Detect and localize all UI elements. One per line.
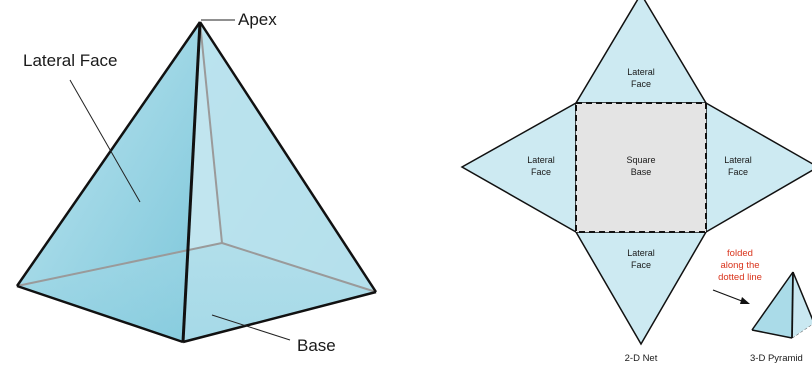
base-leader (211, 314, 291, 341)
fold-note: folded along the dotted line (712, 248, 762, 304)
net-right-face (705, 101, 812, 234)
edge-apex-right (198, 21, 378, 293)
net-bottom-face-label-2: Face (631, 260, 651, 270)
small-pyramid-left-face (752, 272, 793, 338)
apex-label: Apex (238, 10, 277, 29)
pyramid-3d-small: 3-D Pyramid (750, 271, 812, 364)
edge-base-front-right (182, 290, 377, 344)
net-left-face (460, 101, 577, 234)
edge-apex-front (181, 21, 202, 343)
net-left-face-label-2: Face (531, 167, 551, 177)
hidden-edge-base-right (221, 242, 377, 293)
net-square-base-label-2: Base (631, 167, 652, 177)
pyramid-3d-large: Apex Lateral Face Base (15, 10, 378, 355)
lateral-face-label: Lateral Face (23, 51, 118, 70)
net-right-face-label-1: Lateral (724, 155, 752, 165)
fold-note-line-2: along the (720, 260, 759, 271)
pyramid-3d-caption: 3-D Pyramid (750, 353, 803, 364)
net-square-base (576, 103, 706, 232)
fold-note-line-1: folded (727, 248, 753, 259)
net-right-face-label-2: Face (728, 167, 748, 177)
small-edge-right (792, 271, 812, 321)
net-square-base-label-1: Square (626, 155, 655, 165)
net-top-face-label-2: Face (631, 79, 651, 89)
lateral-face-leader (69, 79, 141, 203)
net-fold-lines (575, 102, 707, 233)
fold-note-line-3: dotted line (718, 272, 762, 283)
fold-arrow-head (740, 297, 750, 304)
pyramid-net: Lateral Face Lateral Face Square Base La… (460, 0, 812, 364)
net-bottom-face-label-1: Lateral (627, 248, 655, 258)
net-top-face-label-1: Lateral (627, 67, 655, 77)
net-caption: 2-D Net (625, 353, 658, 364)
hidden-edge-back (199, 21, 223, 244)
small-edge-front (791, 271, 794, 339)
small-pyramid-right-face (792, 272, 812, 338)
edge-base-front-left (16, 284, 184, 344)
edge-apex-left (15, 21, 202, 287)
small-edge-left (751, 271, 794, 331)
small-edge-base-left (751, 329, 793, 339)
base-label: Base (297, 336, 336, 355)
net-left-face-label-1: Lateral (527, 155, 555, 165)
